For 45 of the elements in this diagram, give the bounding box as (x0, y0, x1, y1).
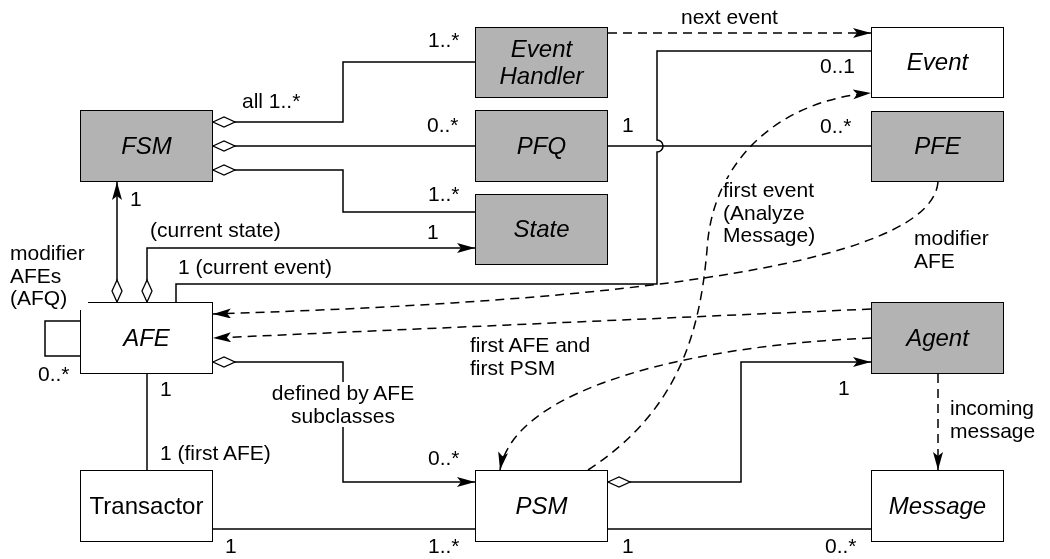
class-box (475, 27, 608, 98)
aggregation-line (212, 164, 476, 213)
class-name: Event (906, 49, 969, 76)
class-name: Transactor (89, 492, 204, 520)
aggregation-line (212, 140, 476, 152)
class-box (871, 302, 1004, 374)
aggregation-line (141, 243, 476, 303)
dependency-arrow (933, 373, 943, 471)
edge-label: 1 (current event) (178, 256, 333, 279)
association-line (175, 50, 872, 303)
class-box (475, 194, 608, 265)
association-line (44, 320, 81, 357)
aggregation-line (212, 61, 476, 128)
association-line (607, 145, 872, 147)
edge-label: modifier AFEs (AFQ) (10, 242, 88, 310)
class-name: FSM (121, 132, 172, 160)
dependency-arrow (212, 181, 939, 319)
aggregation-line (212, 356, 476, 487)
multiplicity-label: 1 (first AFE) (160, 442, 271, 465)
class-box (80, 302, 213, 374)
aggregation-line (607, 357, 872, 488)
class-box (80, 470, 213, 542)
class-name: Event Handler (498, 36, 586, 89)
aggregation-line (111, 181, 123, 303)
edge-label: (current state) (150, 219, 281, 242)
association-line (607, 528, 872, 530)
dependency-arrow (499, 337, 872, 471)
class-box (475, 110, 608, 182)
class-box (871, 27, 1004, 98)
class-name: PFQ (516, 132, 567, 160)
class-name: PSM (515, 492, 568, 520)
class-name: Agent (906, 324, 969, 352)
association-line (212, 528, 476, 530)
class-box (871, 111, 1004, 182)
association-line (146, 373, 148, 471)
dependency-arrow (607, 28, 872, 38)
class-name: AFE (123, 324, 170, 352)
class-name: PFE (914, 133, 961, 160)
class-name: State (513, 216, 570, 243)
dependency-arrow (212, 308, 872, 343)
class-box (871, 470, 1004, 542)
class-name: Message (888, 492, 987, 520)
dependency-arrow (587, 90, 872, 471)
class-box (475, 470, 608, 542)
class-box (80, 110, 213, 182)
